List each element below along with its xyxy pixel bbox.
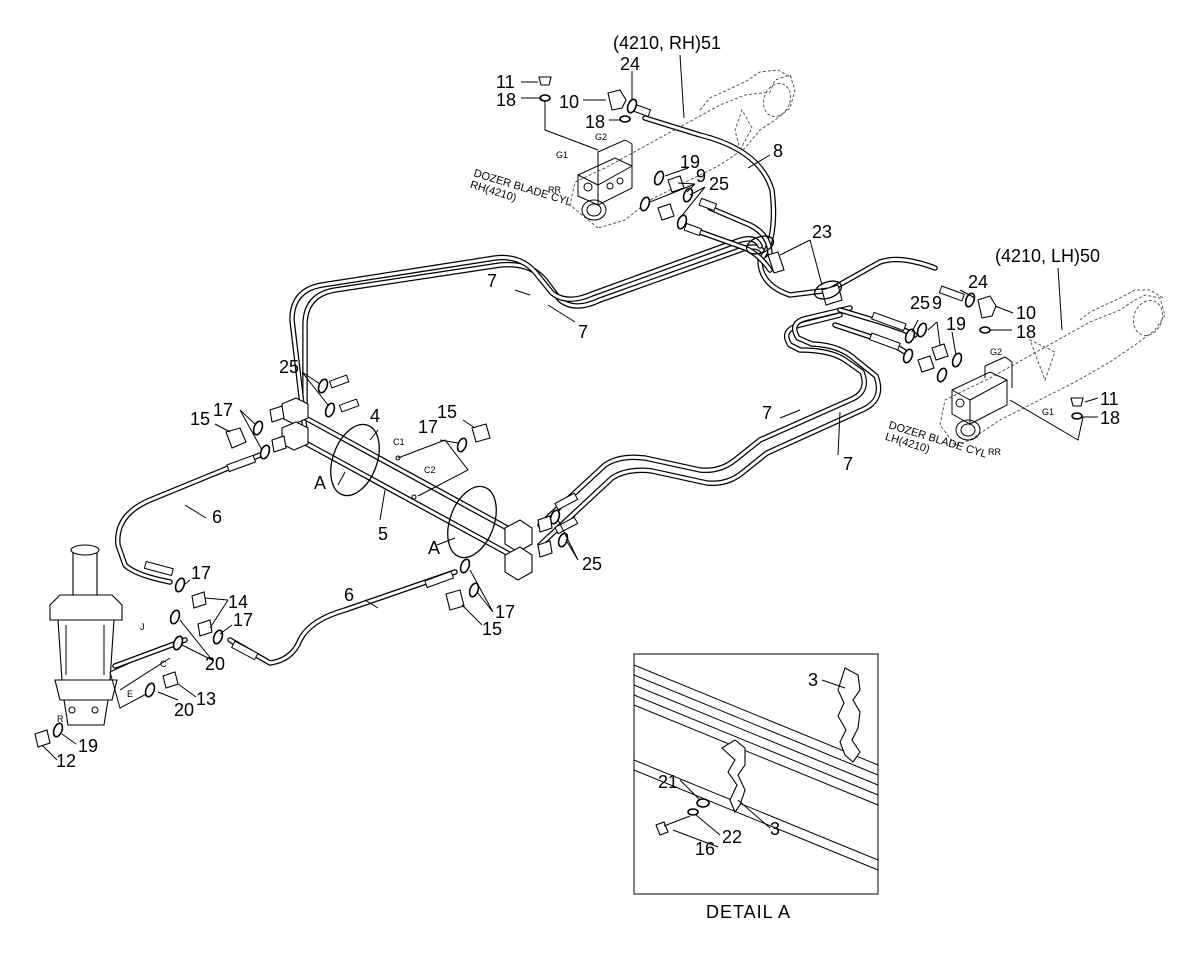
label-25-rh: 25 — [709, 174, 729, 194]
label-7-b: 7 — [578, 322, 588, 342]
label-6-upper: 6 — [212, 507, 222, 527]
lh-rr-label: RR — [988, 447, 1001, 457]
label-section-a-left: A — [314, 473, 326, 493]
label-11-rh: 11 — [496, 72, 515, 92]
label-17-swivel-b: 17 — [233, 610, 253, 630]
detail-a-view: DETAIL A — [633, 653, 879, 922]
c2-label: C2 — [424, 465, 436, 475]
label-section-a-right: A — [428, 538, 440, 558]
label-11-lh: 11 — [1100, 389, 1119, 409]
label-17-swivel-a: 17 — [191, 563, 211, 583]
label-15-center: 15 — [437, 402, 457, 422]
swivel-j-label: J — [140, 622, 145, 632]
label-25-lh: 25 — [910, 293, 930, 313]
clamps-23 — [745, 235, 843, 306]
label-19-rh: 19 — [680, 152, 700, 172]
label-18-rh-b: 18 — [585, 112, 605, 132]
label-18-lh: 18 — [1016, 322, 1036, 342]
label-8: 8 — [773, 141, 783, 161]
label-19-lh: 19 — [946, 314, 966, 334]
label-12: 12 — [56, 751, 76, 771]
label-25-center-left: 25 — [279, 357, 299, 377]
label-24-lh: 24 — [968, 272, 988, 292]
pipes-6-group — [112, 452, 458, 669]
label-20-a: 20 — [205, 654, 225, 674]
pipes-7-group — [289, 236, 882, 548]
label-17-center-left: 17 — [213, 400, 233, 420]
label-3-bottom: 3 — [770, 819, 780, 839]
rh-g1-label: G1 — [556, 150, 568, 160]
label-15-center-left: 15 — [190, 409, 210, 429]
label-18-rh: 18 — [496, 90, 516, 110]
lh-cyl-reference: (4210, LH)50 — [995, 246, 1100, 266]
label-6-lower: 6 — [344, 585, 354, 605]
label-7-d: 7 — [843, 454, 853, 474]
label-19-swivel: 19 — [78, 736, 98, 756]
rh-rr-label: RR — [548, 185, 561, 195]
part-number-labels: 11 18 10 24 18 8 19 9 25 23 24 10 18 25 … — [56, 54, 1120, 859]
swivel-r-label: R — [57, 714, 64, 724]
lh-g2-label: G2 — [990, 347, 1002, 357]
label-17-center: 17 — [418, 417, 438, 437]
label-21: 21 — [658, 772, 678, 792]
label-10-lh: 10 — [1016, 303, 1036, 323]
label-22: 22 — [722, 827, 742, 847]
label-23: 23 — [812, 222, 832, 242]
fittings — [34, 76, 1084, 748]
label-16: 16 — [695, 839, 715, 859]
label-4: 4 — [370, 406, 380, 426]
label-9-lh: 9 — [932, 293, 942, 313]
label-14: 14 — [228, 592, 248, 612]
label-15-lower: 15 — [482, 619, 502, 639]
label-7-a: 7 — [487, 271, 497, 291]
pipe-end-blocks — [281, 397, 533, 581]
pipes-4-5-group: C1 C2 — [297, 412, 523, 563]
label-24-rh: 24 — [620, 54, 640, 74]
c1-label: C1 — [393, 437, 405, 447]
label-7-c: 7 — [762, 403, 772, 423]
lh-g1-label: G1 — [1042, 407, 1054, 417]
label-20-b: 20 — [174, 700, 194, 720]
label-3-top: 3 — [808, 670, 818, 690]
label-9-rh: 9 — [696, 166, 706, 186]
rh-cyl-reference: (4210, RH)51 — [613, 33, 721, 53]
swivel-joint: J C E R — [49, 544, 181, 726]
leader-lines — [41, 71, 1099, 848]
swivel-e-label: E — [127, 689, 133, 699]
label-25-center-right: 25 — [582, 554, 602, 574]
label-17-lower: 17 — [495, 602, 515, 622]
braided-hose-sections — [143, 103, 965, 661]
label-10-rh: 10 — [559, 92, 579, 112]
label-18-lh-b: 18 — [1100, 408, 1120, 428]
detail-a-title: DETAIL A — [706, 902, 791, 922]
label-5: 5 — [378, 524, 388, 544]
swivel-c-label: C — [160, 659, 167, 669]
rh-g2-label: G2 — [595, 132, 607, 142]
label-13: 13 — [196, 689, 216, 709]
